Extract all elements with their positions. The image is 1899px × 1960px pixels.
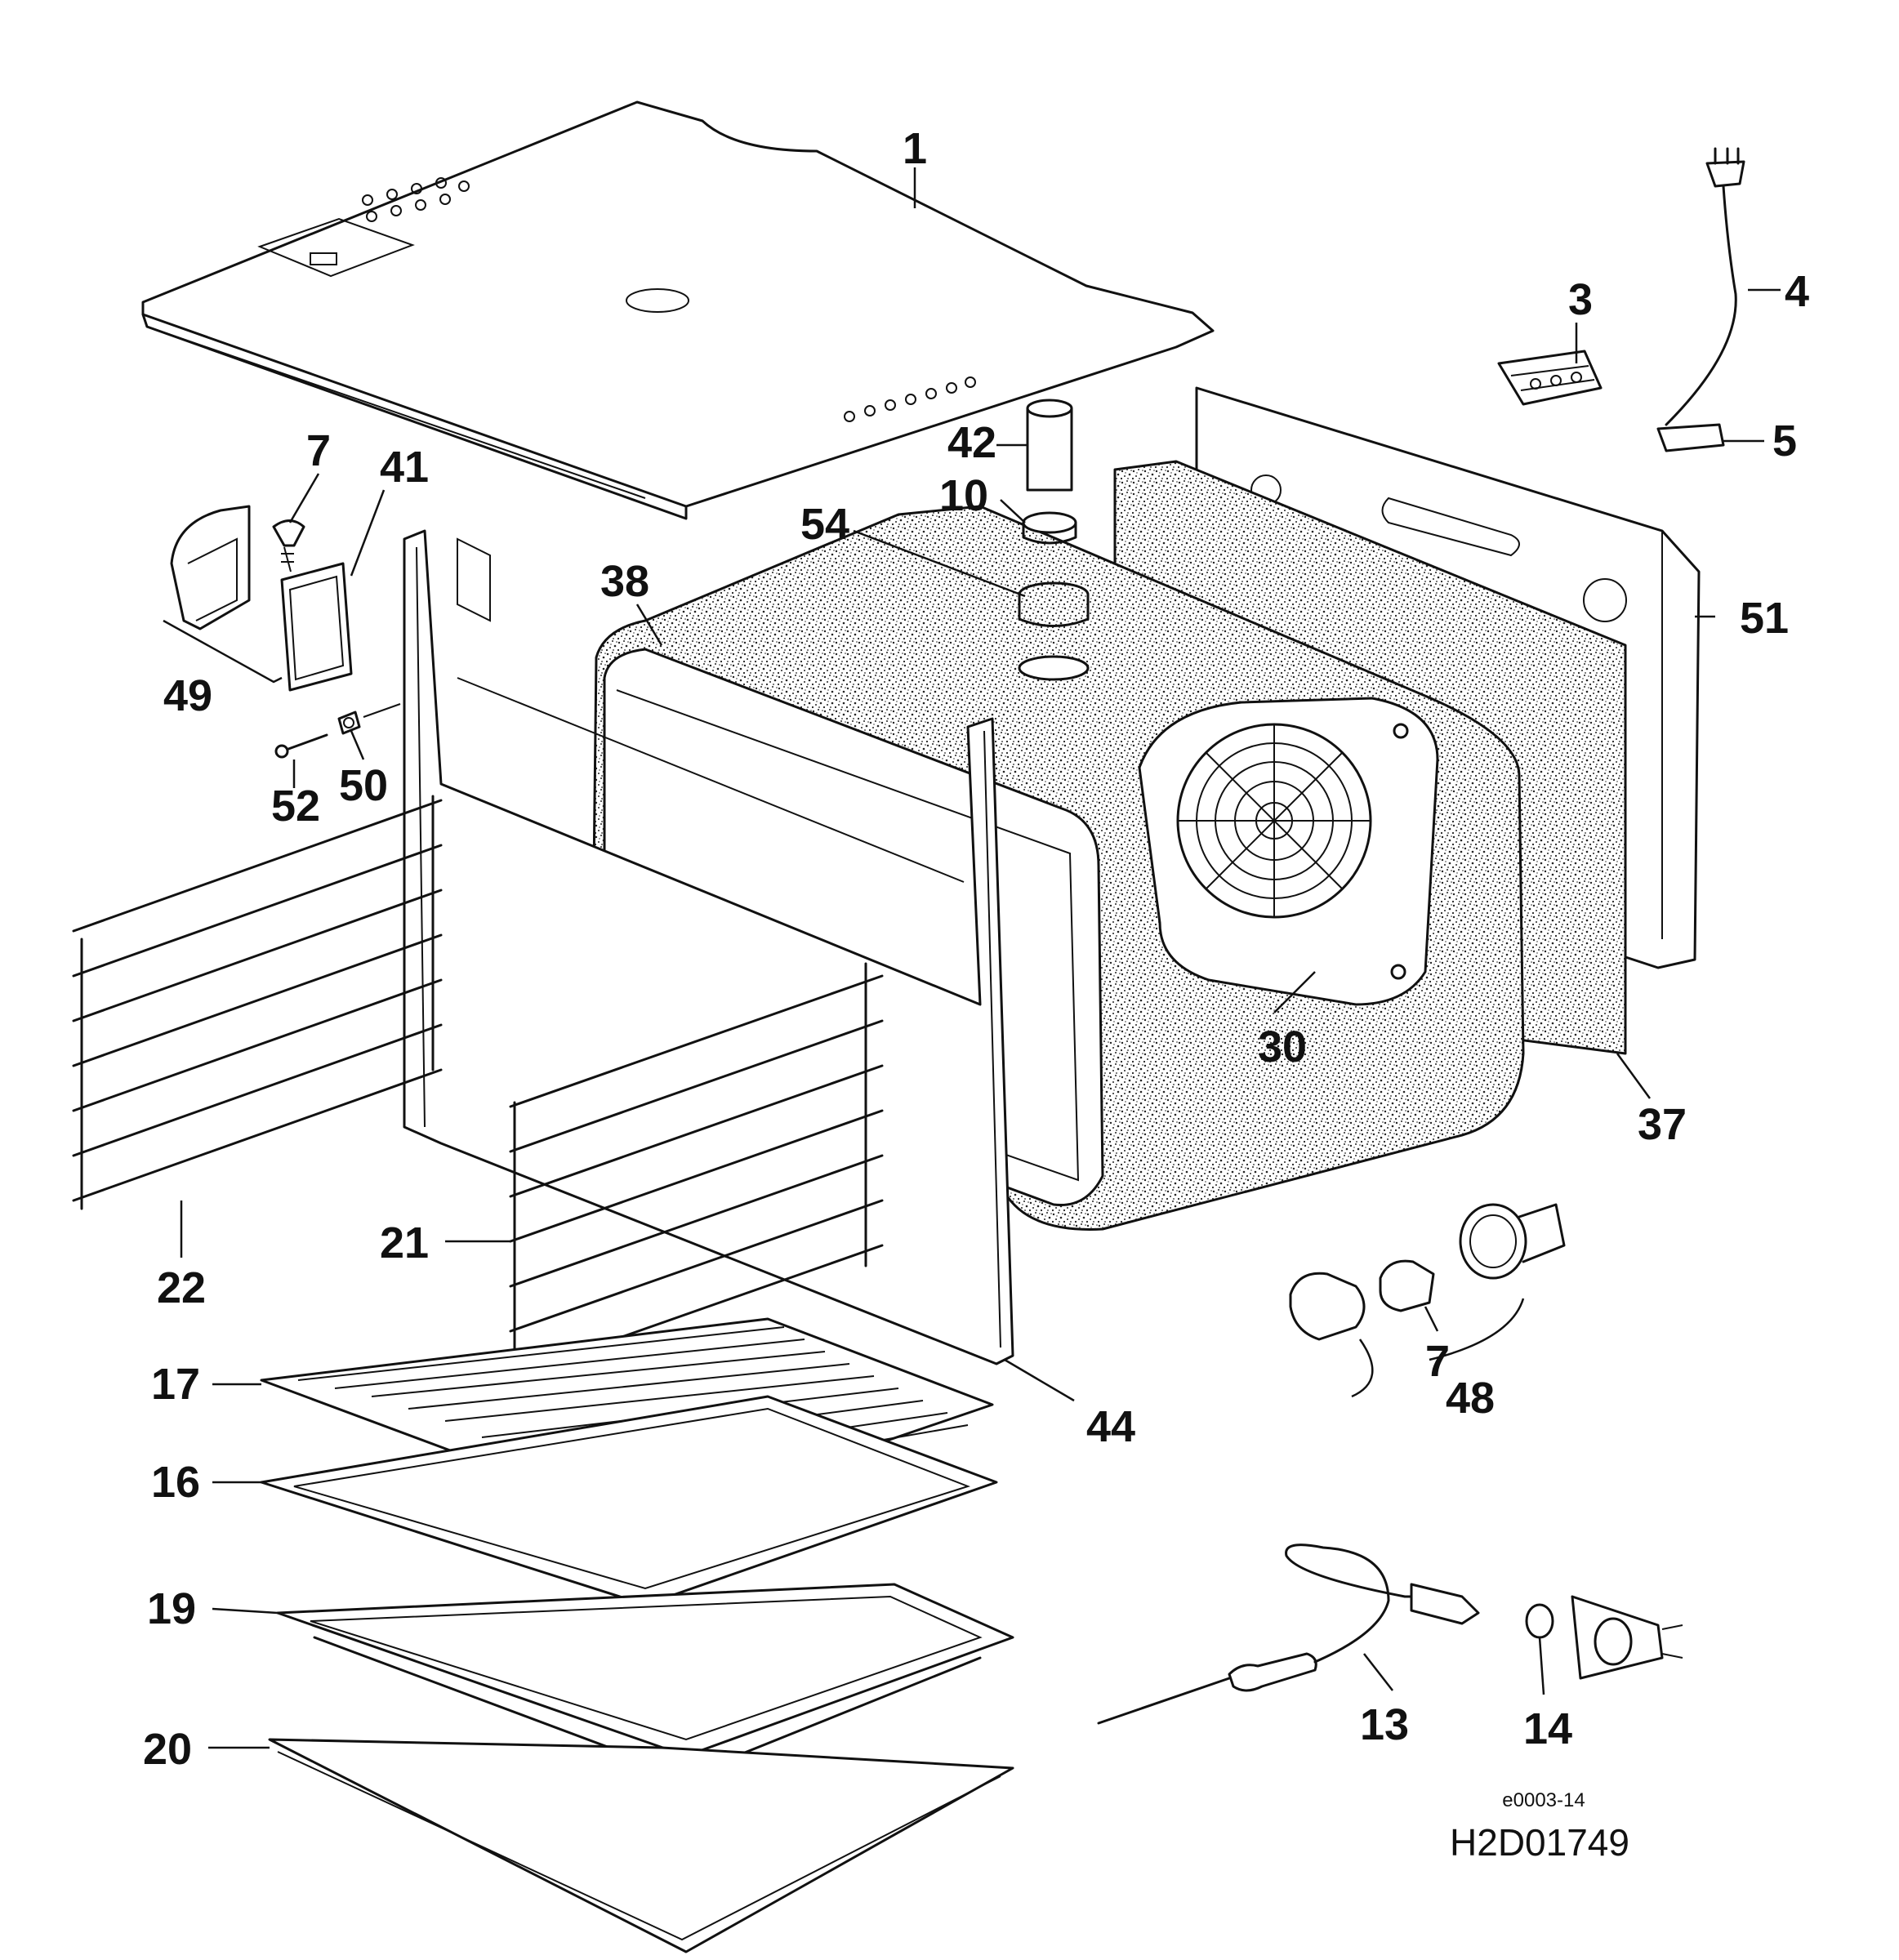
top-cover-plate <box>141 100 1215 520</box>
terminal-block <box>1497 350 1603 406</box>
lamp-housing-assembly <box>163 505 353 692</box>
callout-50: 50 <box>339 761 388 810</box>
callout-22: 22 <box>157 1263 206 1312</box>
callout-1: 1 <box>903 124 927 173</box>
callout-7-lower: 7 <box>1425 1337 1450 1386</box>
callout-48: 48 <box>1446 1374 1495 1423</box>
callout-5: 5 <box>1772 416 1797 466</box>
callout-38: 38 <box>600 557 649 606</box>
callout-42: 42 <box>947 418 996 467</box>
callout-7-upper: 7 <box>306 426 331 475</box>
callout-3: 3 <box>1568 275 1593 324</box>
callout-19: 19 <box>147 1584 196 1633</box>
callout-13: 13 <box>1360 1700 1409 1749</box>
front-frame <box>403 529 1014 1365</box>
callout-17: 17 <box>151 1360 200 1409</box>
fan-cover <box>1138 697 1439 1006</box>
screw-and-nut <box>274 703 401 759</box>
callout-16: 16 <box>151 1458 200 1507</box>
vent-gasket <box>1022 511 1077 545</box>
callout-4: 4 <box>1785 267 1809 316</box>
callout-37: 37 <box>1638 1100 1687 1149</box>
callout-labels: 1 3 4 5 7 41 42 10 54 38 51 49 52 50 30 … <box>143 124 1809 1774</box>
baking-tray <box>276 1583 1014 1778</box>
bottom-panel <box>268 1738 1014 1953</box>
callout-52: 52 <box>271 782 320 831</box>
meat-probe <box>1097 1544 1480 1725</box>
callout-20: 20 <box>143 1725 192 1774</box>
vent-cap <box>1018 581 1090 627</box>
drawing-ref: e0003-14 <box>1502 1789 1585 1811</box>
tray-frame <box>260 1395 998 1606</box>
callout-49: 49 <box>163 671 212 720</box>
callout-44: 44 <box>1086 1402 1135 1451</box>
vent-tube <box>1026 399 1073 492</box>
callout-41: 41 <box>380 443 429 492</box>
callout-51: 51 <box>1740 594 1789 643</box>
probe-socket <box>1525 1595 1683 1680</box>
leader-lines <box>180 167 1781 1749</box>
oven-lamp-assembly <box>1289 1203 1566 1341</box>
callout-10: 10 <box>939 471 988 520</box>
power-cord <box>1656 147 1745 452</box>
callout-54: 54 <box>800 500 849 549</box>
document-reference: e0003-14 H2D01749 <box>1450 1789 1629 1864</box>
right-side-rack <box>509 962 884 1390</box>
left-side-rack <box>72 795 443 1210</box>
drawing-number: H2D01749 <box>1450 1821 1629 1864</box>
callout-14: 14 <box>1523 1704 1572 1753</box>
callout-30: 30 <box>1258 1022 1307 1071</box>
callout-21: 21 <box>380 1218 429 1267</box>
